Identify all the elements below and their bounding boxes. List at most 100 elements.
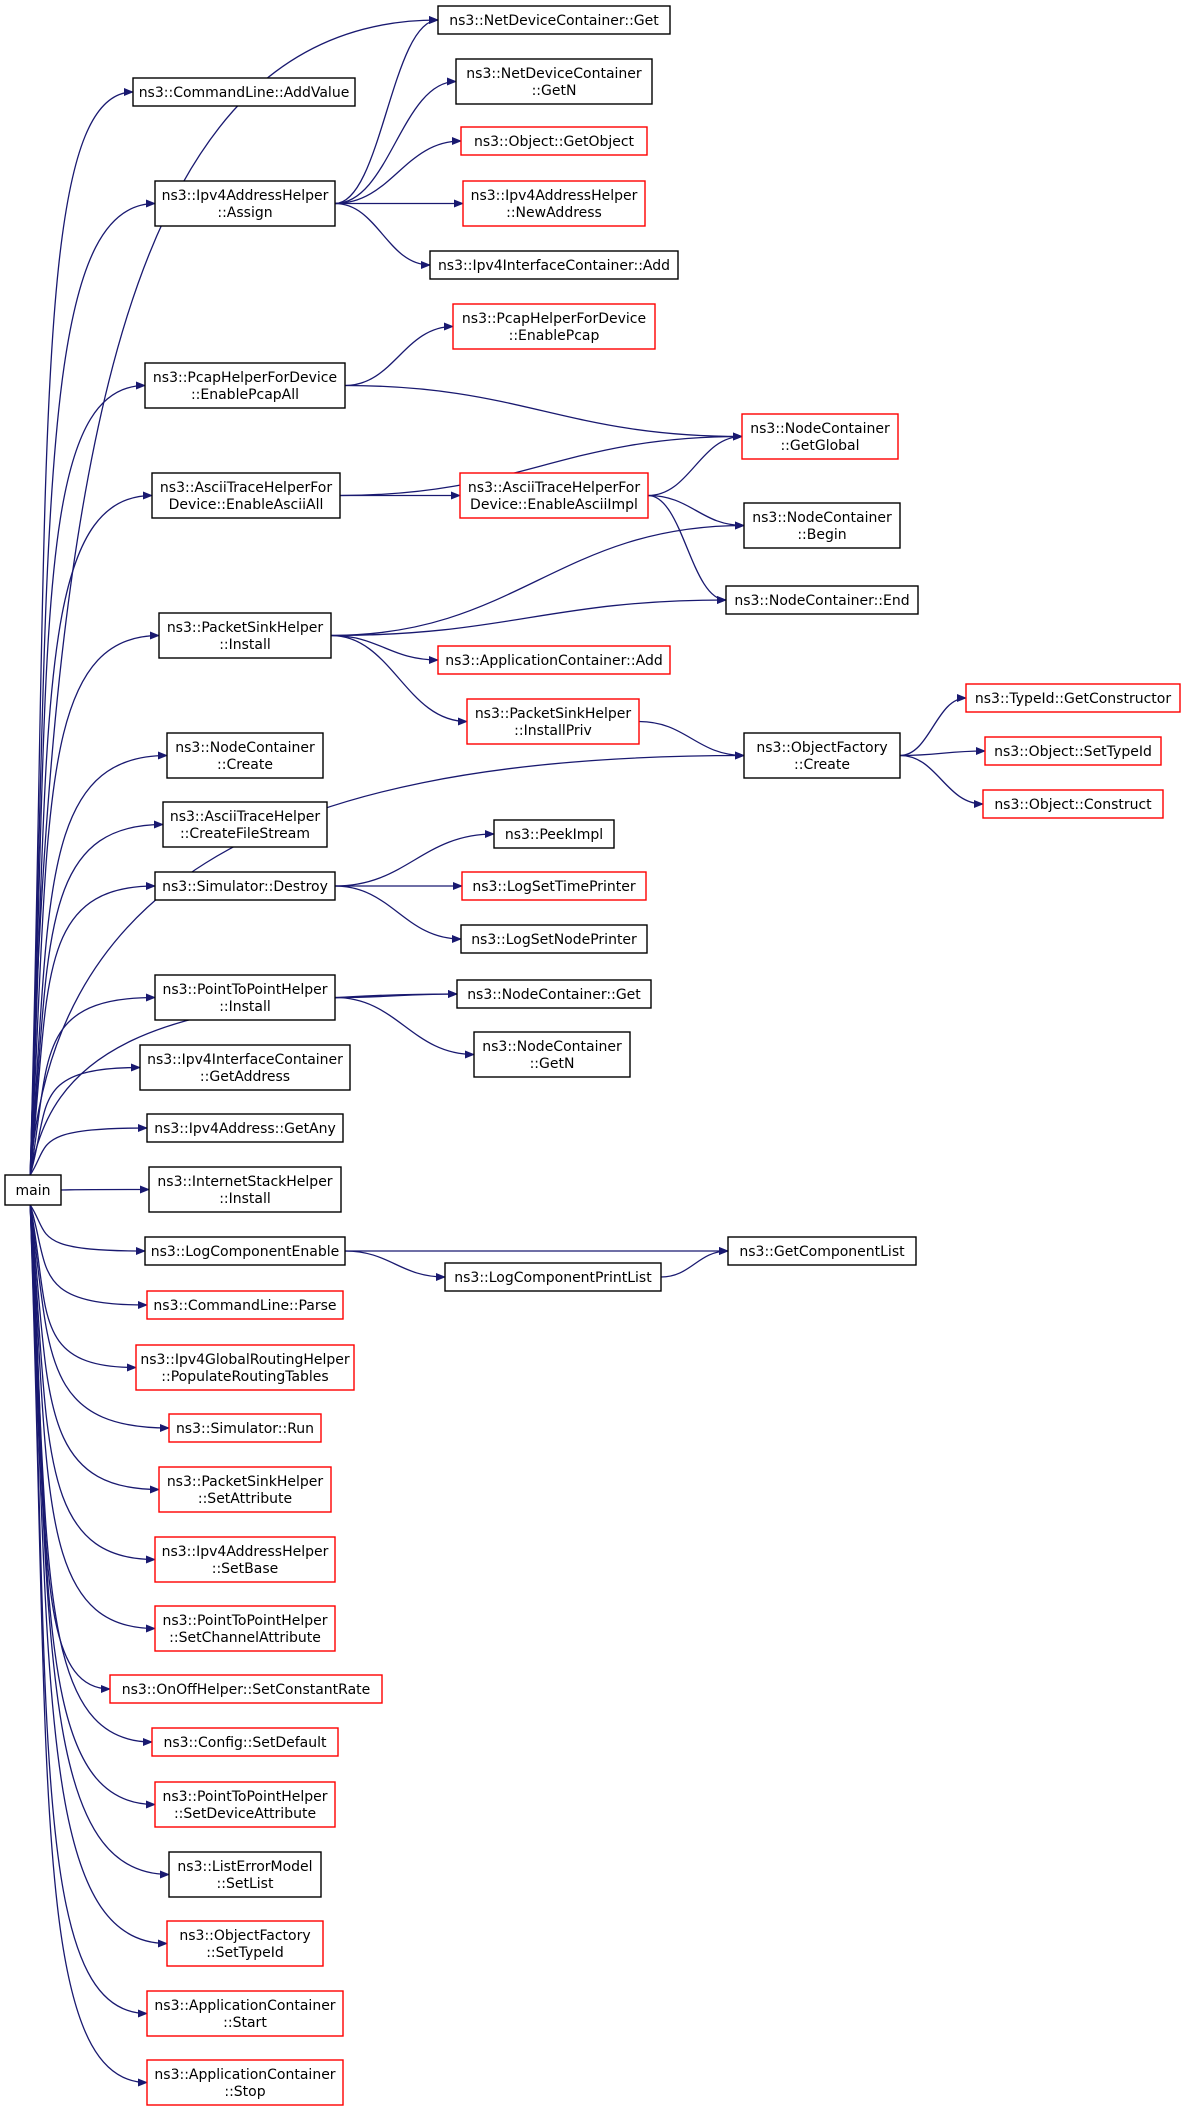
node-box-nodecont_getglobal[interactable] bbox=[741, 413, 899, 460]
node-box-nodecont_getn[interactable] bbox=[473, 1031, 631, 1078]
node-box-config_setdefault[interactable] bbox=[151, 1727, 339, 1757]
node-box-listerr_setlist[interactable] bbox=[168, 1851, 322, 1898]
node-ascii_enableasciiimpl[interactable]: ns3::AsciiTraceHelperForDevice::EnableAs… bbox=[459, 472, 649, 519]
node-ipv4if_add[interactable]: ns3::Ipv4InterfaceContainer::Add bbox=[429, 250, 679, 280]
node-box-main[interactable] bbox=[4, 1174, 62, 1206]
node-netdevcont_get[interactable]: ns3::NetDeviceContainer::Get bbox=[437, 5, 671, 35]
node-p2p_setchannelattr[interactable]: ns3::PointToPointHelper::SetChannelAttri… bbox=[154, 1605, 336, 1652]
node-logcomp_enable[interactable]: ns3::LogComponentEnable bbox=[144, 1236, 346, 1266]
node-box-peekimpl[interactable] bbox=[493, 819, 615, 849]
node-netdevcont_getn[interactable]: ns3::NetDeviceContainer::GetN bbox=[455, 58, 653, 105]
node-onoff_setconstrate[interactable]: ns3::OnOffHelper::SetConstantRate bbox=[109, 1674, 383, 1704]
node-listerr_setlist[interactable]: ns3::ListErrorModel::SetList bbox=[168, 1851, 322, 1898]
node-box-pcap_enableall[interactable] bbox=[144, 362, 346, 409]
node-getcomponentlist[interactable]: ns3::GetComponentList bbox=[727, 1236, 917, 1266]
node-box-ipv4addr_newaddress[interactable] bbox=[462, 180, 646, 227]
node-inetstack_install[interactable]: ns3::InternetStackHelper::Install bbox=[148, 1166, 342, 1213]
node-ascii_createfilestream[interactable]: ns3::AsciiTraceHelper::CreateFileStream bbox=[162, 801, 328, 848]
node-box-appcont_stop[interactable] bbox=[146, 2059, 344, 2106]
node-box-pktsink_installpriv[interactable] bbox=[466, 698, 640, 745]
node-cmd_addvalue[interactable]: ns3::CommandLine::AddValue bbox=[132, 77, 356, 107]
node-box-nodecont_get[interactable] bbox=[456, 979, 652, 1009]
node-pcap_enableall[interactable]: ns3::PcapHelperForDevice::EnablePcapAll bbox=[144, 362, 346, 409]
node-box-ascii_enableall[interactable] bbox=[151, 472, 341, 519]
node-box-ipv4if_getaddress[interactable] bbox=[139, 1044, 351, 1091]
node-pktsink_installpriv[interactable]: ns3::PacketSinkHelper::InstallPriv bbox=[466, 698, 640, 745]
node-box-sim_run[interactable] bbox=[168, 1413, 322, 1443]
node-nodecont_getn[interactable]: ns3::NodeContainer::GetN bbox=[473, 1031, 631, 1078]
node-box-nodecont_create[interactable] bbox=[166, 732, 324, 779]
node-objfact_create[interactable]: ns3::ObjectFactory::Create bbox=[743, 732, 901, 779]
node-config_setdefault[interactable]: ns3::Config::SetDefault bbox=[151, 1727, 339, 1757]
node-box-pktsink_install[interactable] bbox=[158, 612, 332, 659]
node-ipv4addr_setbase[interactable]: ns3::Ipv4AddressHelper::SetBase bbox=[154, 1536, 336, 1583]
node-ascii_enableall[interactable]: ns3::AsciiTraceHelperForDevice::EnableAs… bbox=[151, 472, 341, 519]
node-box-p2p_install[interactable] bbox=[154, 974, 336, 1021]
node-box-logcomp_enable[interactable] bbox=[144, 1236, 346, 1266]
node-object_construct[interactable]: ns3::Object::Construct bbox=[982, 789, 1164, 819]
node-appcont_start[interactable]: ns3::ApplicationContainer::Start bbox=[146, 1990, 344, 2037]
node-box-nodecont_end[interactable] bbox=[725, 585, 919, 615]
node-box-objfact_settypeid[interactable] bbox=[166, 1920, 324, 1967]
node-box-inetstack_install[interactable] bbox=[148, 1166, 342, 1213]
node-box-object_construct[interactable] bbox=[982, 789, 1164, 819]
node-box-pcap_enablepcap[interactable] bbox=[452, 303, 656, 350]
node-box-onoff_setconstrate[interactable] bbox=[109, 1674, 383, 1704]
node-pcap_enablepcap[interactable]: ns3::PcapHelperForDevice::EnablePcap bbox=[452, 303, 656, 350]
node-ipv4addr_assign[interactable]: ns3::Ipv4AddressHelper::Assign bbox=[154, 180, 336, 227]
node-box-objfact_create[interactable] bbox=[743, 732, 901, 779]
node-box-pktsink_setattr[interactable] bbox=[158, 1466, 332, 1513]
node-nodecont_get[interactable]: ns3::NodeContainer::Get bbox=[456, 979, 652, 1009]
node-pktsink_setattr[interactable]: ns3::PacketSinkHelper::SetAttribute bbox=[158, 1466, 332, 1513]
node-peekimpl[interactable]: ns3::PeekImpl bbox=[493, 819, 615, 849]
node-box-cmd_parse[interactable] bbox=[146, 1290, 344, 1320]
node-box-object_settypeid[interactable] bbox=[984, 736, 1162, 766]
node-appcont_add[interactable]: ns3::ApplicationContainer::Add bbox=[437, 645, 671, 675]
node-box-getcomponentlist[interactable] bbox=[727, 1236, 917, 1266]
node-ipv4global_populate[interactable]: ns3::Ipv4GlobalRoutingHelper::PopulateRo… bbox=[135, 1344, 355, 1391]
node-box-ascii_createfilestream[interactable] bbox=[162, 801, 328, 848]
node-box-netdevcont_getn[interactable] bbox=[455, 58, 653, 105]
node-object_getobject[interactable]: ns3::Object::GetObject bbox=[460, 126, 648, 156]
node-p2p_install[interactable]: ns3::PointToPointHelper::Install bbox=[154, 974, 336, 1021]
node-nodecont_getglobal[interactable]: ns3::NodeContainer::GetGlobal bbox=[741, 413, 899, 460]
node-box-netdevcont_get[interactable] bbox=[437, 5, 671, 35]
node-ipv4addr_getany[interactable]: ns3::Ipv4Address::GetAny bbox=[146, 1113, 344, 1143]
node-box-ipv4addr_assign[interactable] bbox=[154, 180, 336, 227]
node-sim_run[interactable]: ns3::Simulator::Run bbox=[168, 1413, 322, 1443]
node-appcont_stop[interactable]: ns3::ApplicationContainer::Stop bbox=[146, 2059, 344, 2106]
node-box-ipv4addr_getany[interactable] bbox=[146, 1113, 344, 1143]
node-box-ipv4if_add[interactable] bbox=[429, 250, 679, 280]
node-box-appcont_add[interactable] bbox=[437, 645, 671, 675]
node-logcomp_printlist[interactable]: ns3::LogComponentPrintList bbox=[444, 1262, 662, 1292]
node-box-ipv4global_populate[interactable] bbox=[135, 1344, 355, 1391]
node-box-ascii_enableasciiimpl[interactable] bbox=[459, 472, 649, 519]
node-box-object_getobject[interactable] bbox=[460, 126, 648, 156]
node-object_settypeid[interactable]: ns3::Object::SetTypeId bbox=[984, 736, 1162, 766]
node-box-cmd_addvalue[interactable] bbox=[132, 77, 356, 107]
node-nodecont_create[interactable]: ns3::NodeContainer::Create bbox=[166, 732, 324, 779]
node-logsetnodeprinter[interactable]: ns3::LogSetNodePrinter bbox=[460, 924, 648, 954]
node-box-appcont_start[interactable] bbox=[146, 1990, 344, 2037]
node-nodecont_begin[interactable]: ns3::NodeContainer::Begin bbox=[743, 502, 901, 549]
node-ipv4if_getaddress[interactable]: ns3::Ipv4InterfaceContainer::GetAddress bbox=[139, 1044, 351, 1091]
node-box-logsetnodeprinter[interactable] bbox=[460, 924, 648, 954]
node-sim_destroy[interactable]: ns3::Simulator::Destroy bbox=[154, 871, 336, 901]
node-box-logsettimeprinter[interactable] bbox=[461, 871, 647, 901]
node-pktsink_install[interactable]: ns3::PacketSinkHelper::Install bbox=[158, 612, 332, 659]
node-box-typeid_getconstructor[interactable] bbox=[965, 683, 1181, 713]
node-box-p2p_setchannelattr[interactable] bbox=[154, 1605, 336, 1652]
node-ipv4addr_newaddress[interactable]: ns3::Ipv4AddressHelper::NewAddress bbox=[462, 180, 646, 227]
node-box-p2p_setdeviceattr[interactable] bbox=[154, 1781, 336, 1828]
node-cmd_parse[interactable]: ns3::CommandLine::Parse bbox=[146, 1290, 344, 1320]
node-logsettimeprinter[interactable]: ns3::LogSetTimePrinter bbox=[461, 871, 647, 901]
node-main[interactable]: main bbox=[4, 1174, 62, 1206]
node-objfact_settypeid[interactable]: ns3::ObjectFactory::SetTypeId bbox=[166, 1920, 324, 1967]
node-box-sim_destroy[interactable] bbox=[154, 871, 336, 901]
node-box-logcomp_printlist[interactable] bbox=[444, 1262, 662, 1292]
node-typeid_getconstructor[interactable]: ns3::TypeId::GetConstructor bbox=[965, 683, 1181, 713]
node-p2p_setdeviceattr[interactable]: ns3::PointToPointHelper::SetDeviceAttrib… bbox=[154, 1781, 336, 1828]
node-nodecont_end[interactable]: ns3::NodeContainer::End bbox=[725, 585, 919, 615]
node-box-ipv4addr_setbase[interactable] bbox=[154, 1536, 336, 1583]
node-box-nodecont_begin[interactable] bbox=[743, 502, 901, 549]
